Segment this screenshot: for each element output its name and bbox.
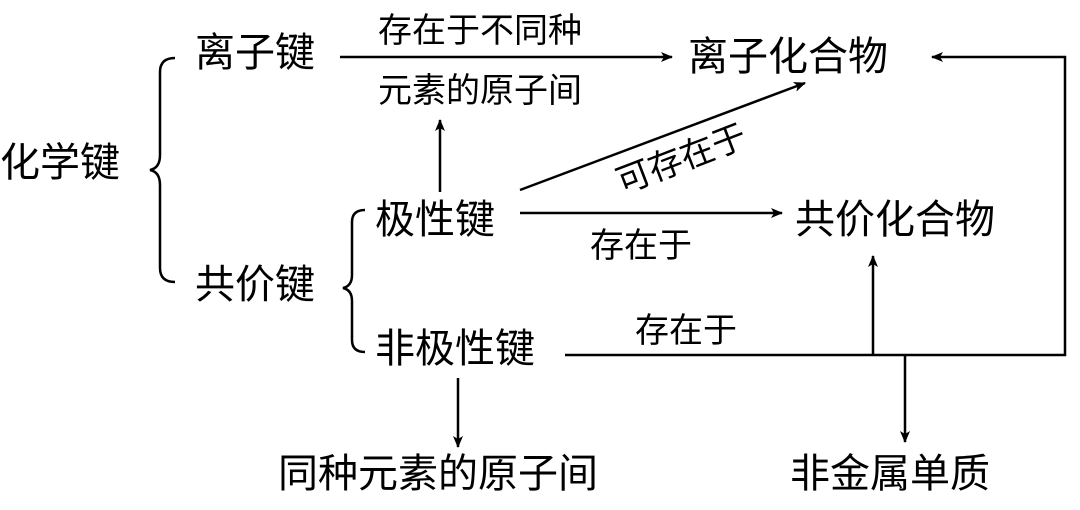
node-same-element-atoms: 同种元素的原子间 xyxy=(278,451,598,497)
line-nonpolar-route xyxy=(565,52,1067,357)
label-polar-exists-in: 存在于 xyxy=(590,226,692,266)
node-nonpolar-bond: 非极性键 xyxy=(375,326,535,372)
node-ionic-compound: 离子化合物 xyxy=(688,34,888,80)
node-nonmetal-element: 非金属单质 xyxy=(790,451,990,497)
brace-covalent-bond xyxy=(342,208,366,354)
arrow-polar-to-ionic-compound xyxy=(519,81,806,192)
node-chemical-bond: 化学键 xyxy=(0,140,120,186)
node-ionic-bond: 离子键 xyxy=(195,30,315,76)
node-polar-bond: 极性键 xyxy=(375,197,495,243)
label-ionic-line1: 存在于不同种 xyxy=(378,11,582,51)
node-covalent-compound: 共价化合物 xyxy=(795,197,995,243)
brace-chemical-bond xyxy=(149,56,176,284)
label-ionic-line2: 元素的原子间 xyxy=(378,71,582,111)
label-nonpolar-exists-in: 存在于 xyxy=(635,311,737,351)
node-covalent-bond: 共价键 xyxy=(195,262,315,308)
